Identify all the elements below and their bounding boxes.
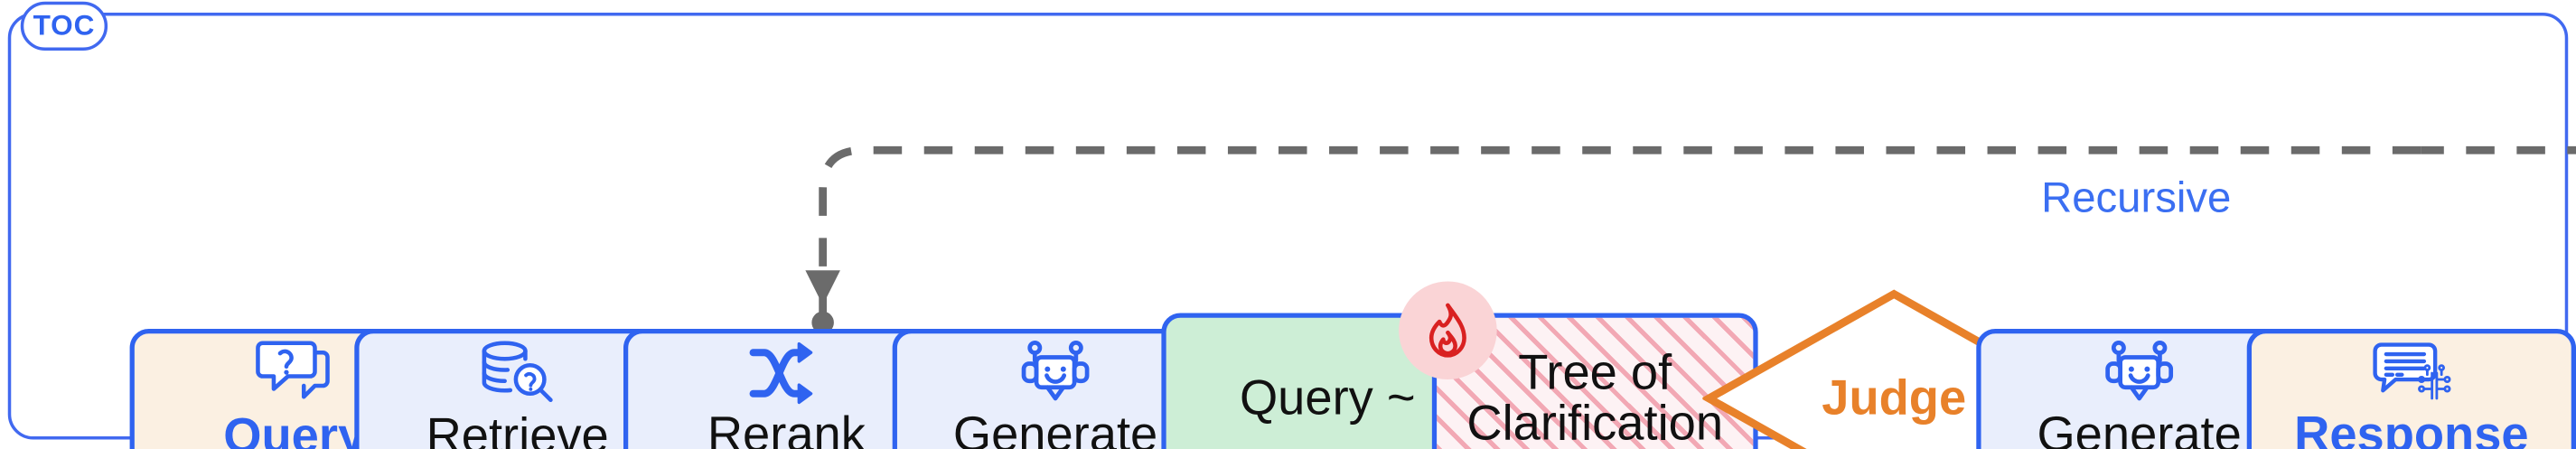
node-response[interactable]: Response: [2246, 329, 2576, 449]
toc-badge-label: TOC: [33, 9, 96, 42]
node-response-label: Response: [2294, 407, 2529, 449]
robot-chat-icon: [1016, 341, 1095, 407]
fire-icon: [1399, 281, 1497, 379]
shuffle-arrows-icon: [747, 341, 827, 407]
node-generate-1-label: Generate: [952, 407, 1158, 449]
node-query-tilde-label: Query ~: [1239, 369, 1416, 426]
response-chat-circuit-icon: [2370, 341, 2452, 407]
question-speech-bubble-icon: [253, 339, 335, 408]
node-rerank-label: Rerank: [707, 407, 866, 449]
node-retrieve-label: Retrieve: [426, 407, 609, 449]
node-generate-2-label: Generate: [2037, 407, 2242, 449]
node-query-label: Query: [223, 407, 366, 449]
robot-chat-icon: [2100, 341, 2179, 407]
database-search-icon: [478, 339, 557, 408]
recursive-label: Recursive: [2041, 173, 2232, 222]
toc-badge: TOC: [20, 1, 108, 51]
